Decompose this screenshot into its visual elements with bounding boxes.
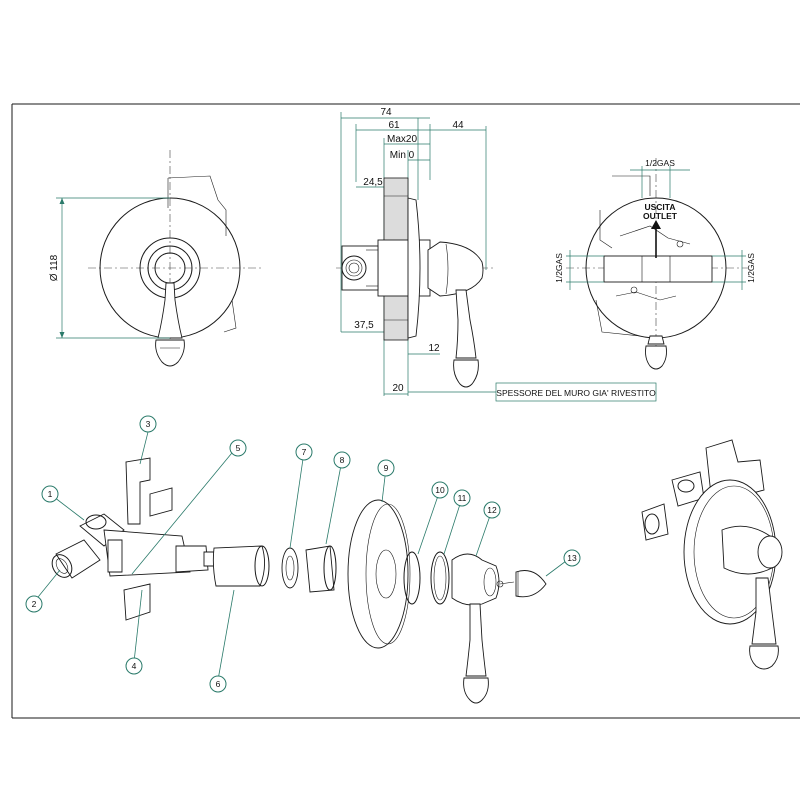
callout-8: 8 bbox=[333, 451, 351, 469]
front-view: Ø 118 bbox=[49, 150, 262, 367]
dim-61: 61 bbox=[388, 120, 400, 131]
dim-74: 74 bbox=[380, 107, 392, 118]
label-outlet: OUTLET bbox=[643, 211, 678, 221]
callout-13: 13 bbox=[563, 549, 581, 567]
assembled-view bbox=[641, 439, 783, 670]
side-view: 74 61 44 Max20 Min 0 24,5 37,5 12 20 bbox=[336, 107, 657, 402]
svg-text:13: 13 bbox=[567, 553, 577, 563]
svg-text:11: 11 bbox=[458, 493, 467, 503]
callout-1: 1 bbox=[41, 485, 59, 503]
callout-4: 4 bbox=[125, 657, 143, 675]
callout-6: 6 bbox=[209, 675, 227, 693]
callout-3: 3 bbox=[139, 415, 157, 433]
section-view: USCITA OUTLET 1/2GAS 1/2GAS 1/2GAS bbox=[554, 158, 756, 370]
svg-text:7: 7 bbox=[302, 447, 307, 457]
svg-text:9: 9 bbox=[384, 463, 389, 473]
svg-text:8: 8 bbox=[340, 455, 345, 465]
dim-diameter-118: Ø 118 bbox=[49, 254, 60, 281]
wall-thickness-note: SPESSORE DEL MURO GIA' RIVESTITO bbox=[496, 388, 656, 398]
callout-9: 9 bbox=[377, 459, 395, 477]
svg-text:12: 12 bbox=[487, 505, 497, 515]
svg-text:4: 4 bbox=[132, 661, 137, 671]
svg-text:5: 5 bbox=[236, 443, 241, 453]
dim-12: 12 bbox=[428, 343, 440, 354]
svg-text:6: 6 bbox=[216, 679, 221, 689]
svg-text:1: 1 bbox=[48, 489, 53, 499]
callout-7: 7 bbox=[295, 443, 313, 461]
callout-10: 10 bbox=[431, 481, 449, 499]
callouts: 1 2 3 4 5 6 7 8 9 10 11 12 13 bbox=[25, 415, 581, 693]
callout-5: 5 bbox=[229, 439, 247, 457]
dim-24-5: 24,5 bbox=[363, 177, 383, 188]
label-gas-top: 1/2GAS bbox=[645, 158, 675, 168]
svg-text:2: 2 bbox=[32, 599, 37, 609]
dim-max20: Max20 bbox=[387, 134, 417, 145]
exploded-view bbox=[51, 457, 547, 704]
dim-37-5: 37,5 bbox=[354, 320, 374, 331]
label-uscita: USCITA bbox=[644, 202, 675, 212]
callout-12: 12 bbox=[483, 501, 501, 519]
label-gas-left: 1/2GAS bbox=[554, 253, 564, 283]
dim-20: 20 bbox=[392, 383, 404, 394]
callout-11: 11 bbox=[453, 489, 471, 507]
svg-text:10: 10 bbox=[435, 485, 445, 495]
dim-44: 44 bbox=[452, 120, 464, 131]
sheet-frame bbox=[11, 103, 800, 719]
callout-2: 2 bbox=[25, 595, 43, 613]
dim-min0: Min 0 bbox=[390, 150, 415, 161]
label-gas-right: 1/2GAS bbox=[746, 253, 756, 283]
svg-text:3: 3 bbox=[146, 419, 151, 429]
